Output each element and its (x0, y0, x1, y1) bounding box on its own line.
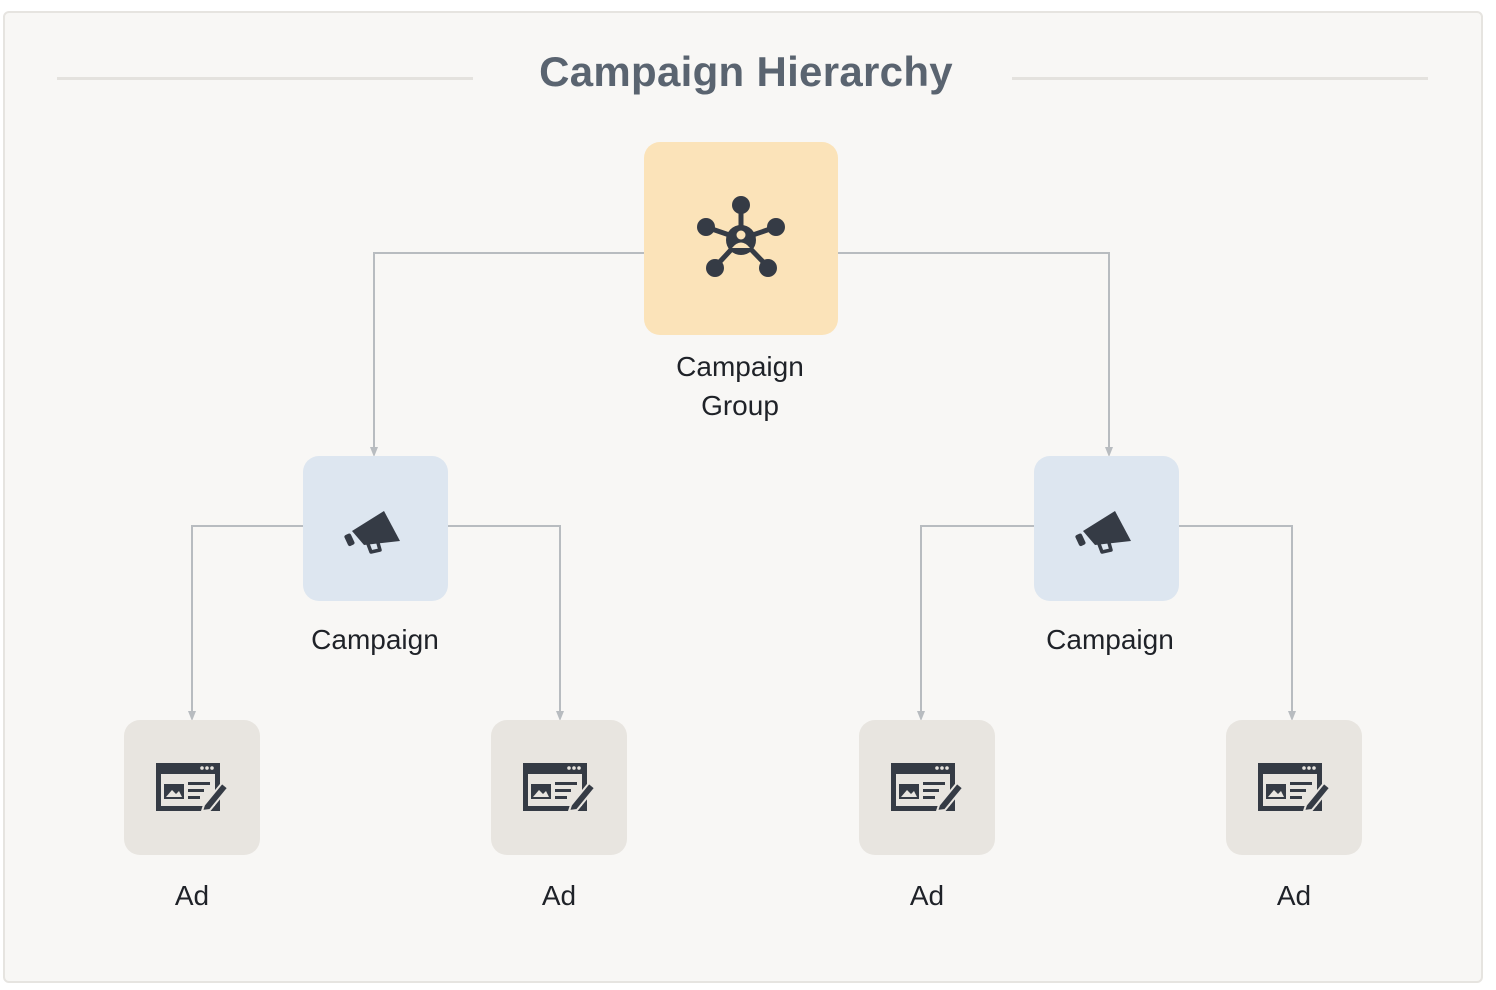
ad-editor-icon (156, 762, 230, 812)
connector-group-to-campaign-right (838, 252, 1113, 457)
connector-campaign-left-to-ad-2 (447, 525, 564, 721)
megaphone-icon (343, 510, 400, 554)
ad-node-2 (491, 720, 627, 855)
campaign-group-node (644, 142, 838, 335)
ad-editor-icon (523, 762, 597, 812)
ad-label-1: Ad (174, 880, 210, 911)
campaign-group-label-line1: Campaign (676, 351, 804, 382)
ad-node-4 (1226, 720, 1362, 855)
diagram-title: Campaign Hierarchy (539, 48, 953, 95)
campaign-group-label-line2: Group (701, 390, 779, 421)
ad-node-1 (124, 720, 260, 855)
connector-campaign-right-to-ad-4 (1178, 525, 1296, 721)
campaign-label-right: Campaign (1046, 624, 1174, 655)
network-icon (697, 195, 785, 277)
ad-label-2: Ad (541, 880, 577, 911)
connector-campaign-right-to-ad-3 (917, 525, 1034, 721)
title-rule-left (57, 77, 473, 80)
connector-campaign-left-to-ad-1 (188, 525, 303, 721)
ad-label-3: Ad (909, 880, 945, 911)
title-rule-right (1012, 77, 1428, 80)
campaign-node-right (1034, 456, 1179, 601)
ad-editor-icon (1258, 762, 1332, 812)
ad-editor-icon (891, 762, 965, 812)
ad-node-3 (859, 720, 995, 855)
megaphone-icon (1074, 510, 1131, 554)
campaign-label-left: Campaign (311, 624, 439, 655)
campaign-node-left (303, 456, 448, 601)
campaign-group-label: Campaign Group (620, 347, 860, 425)
connector-group-to-campaign-left (370, 252, 644, 457)
ad-label-4: Ad (1276, 880, 1312, 911)
